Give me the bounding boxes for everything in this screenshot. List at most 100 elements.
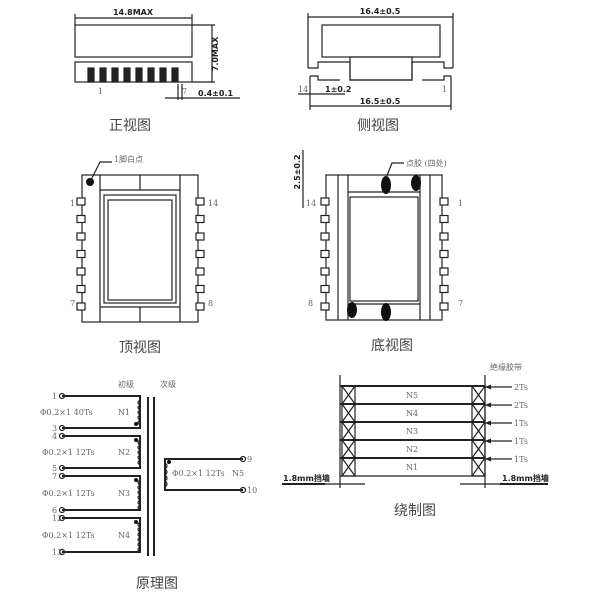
tape-turns: 1Ts <box>514 419 528 428</box>
pin <box>76 284 86 294</box>
pin <box>439 197 449 206</box>
pin <box>320 284 330 294</box>
pin-label: 9 <box>247 455 252 464</box>
schematic-caption: 原理图 <box>136 576 178 592</box>
margin-right-dim: 1.8mm挡墙 <box>502 473 549 483</box>
pin-label: 7 <box>458 299 463 308</box>
glue-dots <box>347 175 421 321</box>
pin <box>320 267 330 276</box>
polarity-dot-icon <box>134 422 138 426</box>
front-view: 14.8MAX 7.0MAX 1 7 0.4±0.1 正视图 <box>74 8 240 134</box>
winding-name: N1 <box>118 408 130 417</box>
pin <box>195 249 205 259</box>
pin <box>439 214 449 224</box>
winding-diagram-caption: 绕制图 <box>394 503 436 519</box>
pin-label: 5 <box>52 464 57 473</box>
layer-label: N5 <box>406 391 418 400</box>
front-height-dim: 7.0MAX <box>211 36 220 71</box>
pin-label: 1 <box>98 87 103 96</box>
pin <box>320 214 330 224</box>
pin <box>76 249 86 259</box>
pin-label: 7 <box>52 472 57 481</box>
pin-label: 4 <box>52 432 57 441</box>
front-view-caption: 正视图 <box>109 118 151 134</box>
layer-label: N2 <box>406 445 418 454</box>
layer-label: N1 <box>406 463 418 472</box>
pin-label: 14 <box>298 85 308 94</box>
pin-label: 1 <box>52 392 57 401</box>
winding-spec: Φ0.2×1 12Ts <box>172 469 225 478</box>
winding-name: N4 <box>118 531 130 540</box>
arrow-icon <box>485 456 491 462</box>
bottom-view-dim: 2.5±0.2 <box>293 154 302 189</box>
winding-spec: Φ0.2×1 12Ts <box>42 489 95 498</box>
pin-label: 12 <box>52 514 62 523</box>
pin <box>439 267 449 276</box>
pin-label: 10 <box>247 486 257 495</box>
arrow-icon <box>485 384 491 390</box>
core <box>74 24 193 58</box>
pin <box>195 284 205 294</box>
margin-left-dim: 1.8mm挡墙 <box>283 473 330 483</box>
pin <box>439 302 449 311</box>
pin-label: 7 <box>70 299 75 308</box>
side-view-caption: 侧视图 <box>357 118 399 134</box>
pins <box>320 197 449 311</box>
pin-label: 13 <box>52 548 62 557</box>
winding-spec: Φ0.2×1 12Ts <box>42 448 95 457</box>
side-bottom-dim: 16.5±0.5 <box>360 97 401 106</box>
pin <box>76 197 86 206</box>
arrow-icon <box>485 402 491 408</box>
pin-label: 1 <box>442 85 447 94</box>
bottom-view-caption: 底视图 <box>371 338 413 354</box>
winding-spec: Φ0.2×1 40Ts <box>40 408 93 417</box>
winding-lead <box>62 435 141 469</box>
pin-label: 1 <box>70 199 75 208</box>
coil-icon <box>137 399 142 426</box>
polarity-dot-icon <box>134 520 138 524</box>
pin <box>195 197 205 206</box>
layer-label: N4 <box>406 409 418 418</box>
top-view-caption: 顶视图 <box>119 340 161 356</box>
pin-label: 1 <box>458 199 463 208</box>
side-view: 16.4±0.5 16.5±0.5 1±0.2 14 1 侧视图 <box>298 7 454 134</box>
pin <box>439 232 449 241</box>
coil-icon <box>137 479 142 511</box>
bottom-view-note: 点胶 (四处) <box>406 158 447 168</box>
pin <box>195 214 205 224</box>
pin-label: 14 <box>306 199 316 208</box>
top-view-note: 1脚白点 <box>114 154 143 164</box>
polarity-dot-icon <box>134 438 138 442</box>
pin-label: 7 <box>182 87 187 96</box>
pin <box>76 214 86 224</box>
pin-label: 8 <box>308 299 313 308</box>
winding-lead <box>62 475 141 511</box>
pin <box>76 302 86 311</box>
pin <box>195 302 205 311</box>
tape-turns: 1Ts <box>514 455 528 464</box>
coil-icon <box>137 439 142 466</box>
pin <box>439 284 449 294</box>
pin-label: 14 <box>208 199 218 208</box>
tape-turns: 1Ts <box>514 437 528 446</box>
polarity-dot-icon <box>134 478 138 482</box>
winding-name: N3 <box>118 489 130 498</box>
pin-label: 3 <box>52 424 57 433</box>
layer-label: N3 <box>406 427 418 436</box>
top-view: 1脚白点 1 7 14 8 顶视图 <box>70 154 218 356</box>
bottom-view: 点胶 (四处) 2.5±0.2 14 8 1 7 底视图 <box>293 150 463 354</box>
pin <box>320 232 330 241</box>
winding-lead <box>62 395 141 429</box>
pin <box>195 267 205 276</box>
pin <box>76 267 86 276</box>
tape-label: 绝缘胶带 <box>490 362 522 372</box>
winding-name: N2 <box>118 448 130 457</box>
pin <box>439 249 449 259</box>
tape-turns: 2Ts <box>514 401 528 410</box>
side-pin-dim: 1±0.2 <box>325 85 351 94</box>
pins <box>87 67 179 83</box>
